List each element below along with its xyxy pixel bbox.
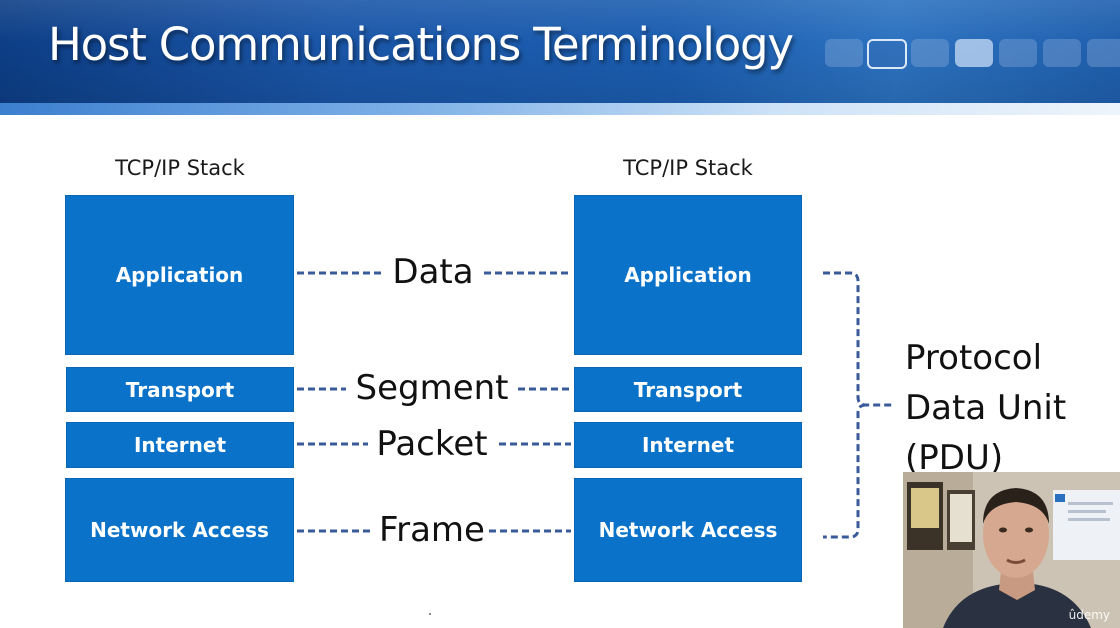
pdu-frame: Frame	[379, 510, 485, 550]
layer-network-access-right: Network Access	[575, 479, 801, 581]
stray-mark	[429, 613, 431, 615]
slide-nav-dot	[911, 39, 949, 67]
pdu-title-line-3: (PDU)	[905, 438, 1004, 478]
layer-network-access-left: Network Access	[66, 479, 293, 581]
layer-application-left: Application	[66, 196, 293, 354]
slide-nav-dot-current	[867, 39, 907, 69]
slide-nav-dot	[825, 39, 863, 67]
title-banner: Host Communications Terminology	[0, 0, 1120, 107]
presenter-shirt	[943, 584, 1091, 628]
pdu-title: Protocol Data Unit (PDU)	[905, 333, 1105, 483]
stack-label-right: TCP/IP Stack	[623, 156, 753, 180]
pdu-brace	[823, 271, 893, 539]
presenter-face	[983, 490, 1049, 578]
pdu-packet: Packet	[376, 424, 488, 464]
layer-application-right: Application	[575, 196, 801, 354]
layer-internet-left: Internet	[67, 423, 293, 467]
webcam-overlay: ûdemy	[903, 472, 1120, 628]
presenter-video-frame	[903, 472, 1120, 628]
layer-transport-left: Transport	[67, 368, 293, 411]
pdu-title-line-1: Protocol	[905, 338, 1043, 378]
slide-title: Host Communications Terminology	[48, 18, 794, 71]
pdu-data: Data	[392, 252, 474, 292]
slide-nav-dot	[999, 39, 1037, 67]
pdu-segment: Segment	[355, 368, 509, 408]
slide-nav-dot	[1043, 39, 1081, 67]
slide-nav-dot	[1087, 39, 1120, 67]
slide-nav-dot	[955, 39, 993, 67]
pdu-title-line-2: Data Unit	[905, 388, 1067, 428]
presenter-hair	[983, 488, 1049, 524]
layer-transport-right: Transport	[575, 368, 801, 411]
stack-label-left: TCP/IP Stack	[115, 156, 245, 180]
udemy-watermark: ûdemy	[1068, 608, 1110, 622]
layer-internet-right: Internet	[575, 423, 801, 467]
banner-gradient-edge	[0, 103, 1120, 115]
